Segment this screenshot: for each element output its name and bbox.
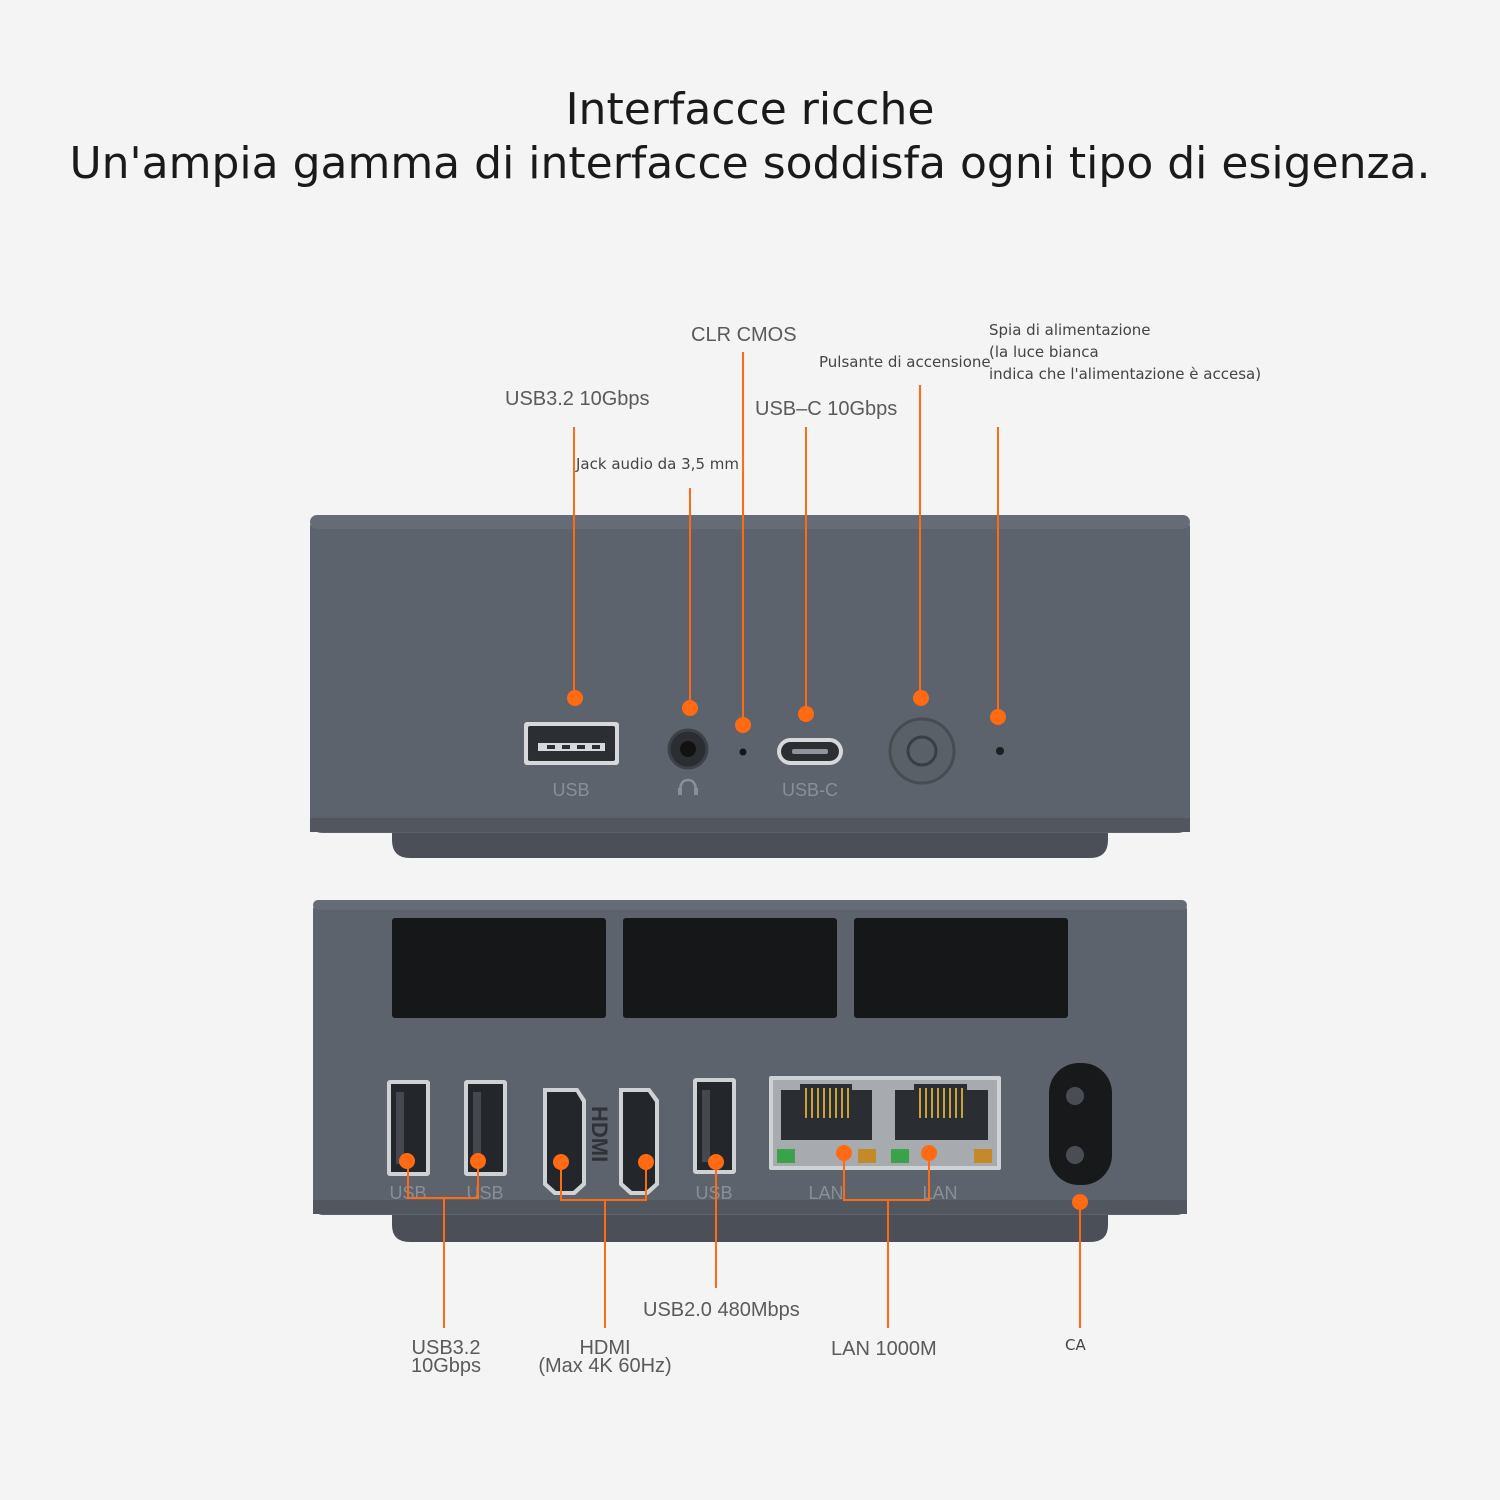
lan2-label: LAN [922,1183,957,1203]
rear-callout-lines [407,1153,1081,1328]
front-usb-label: USB [552,780,589,800]
power-led [996,747,1004,755]
front-callout-lines [573,352,999,725]
callout-front-usbc: USB–C 10Gbps [755,398,898,420]
callout-clr-cmos: CLR CMOS [691,324,797,346]
ac-inlet [1049,1063,1112,1185]
callout-power-led: Spia di alimentazione (la luce bianca in… [989,321,1262,383]
front-callout-dots [567,690,1006,733]
page-title: Interfacce ricche [565,84,935,135]
lan1-label: LAN [808,1183,843,1203]
callout-audio-jack: Jack audio da 3,5 mm [576,455,739,473]
hdmi-vertical-logo: HDMI [587,1106,612,1162]
audio-jack [667,728,709,770]
callout-hdmi: HDMI (Max 4K 60Hz) [538,1337,672,1377]
lan-ports [769,1076,1001,1170]
vent-grilles [392,918,1068,1018]
clr-cmos-hole [739,748,747,756]
power-button [888,717,956,785]
callout-power-button: Pulsante di accensione [819,353,991,371]
callout-usb20: USB2.0 480Mbps [643,1299,800,1321]
page-subtitle: Un'ampia gamma di interfacce soddisfa og… [69,138,1431,189]
callout-front-usb32: USB3.2 10Gbps [505,388,650,410]
front-usbc-port [777,738,843,765]
headphone-icon [678,778,698,795]
rear-usb3-label: USB [695,1183,732,1203]
hdmi-port [543,1088,586,1195]
callout-lan: LAN 1000M [831,1338,937,1360]
front-device: USB USB-C [310,352,1190,858]
front-usbc-label: USB-C [782,780,838,800]
hdmi-port [619,1088,659,1195]
front-usb-port [524,722,619,765]
rear-callout-dots [399,1145,1088,1210]
rear-usb2-label: USB [466,1183,503,1203]
rear-device: USB USB USB HDMI [313,900,1187,1328]
callout-rear-usb32: USB3.2 10Gbps [410,1337,482,1377]
rear-usb-port [387,1080,430,1176]
callout-ac: CA [1065,1336,1086,1354]
